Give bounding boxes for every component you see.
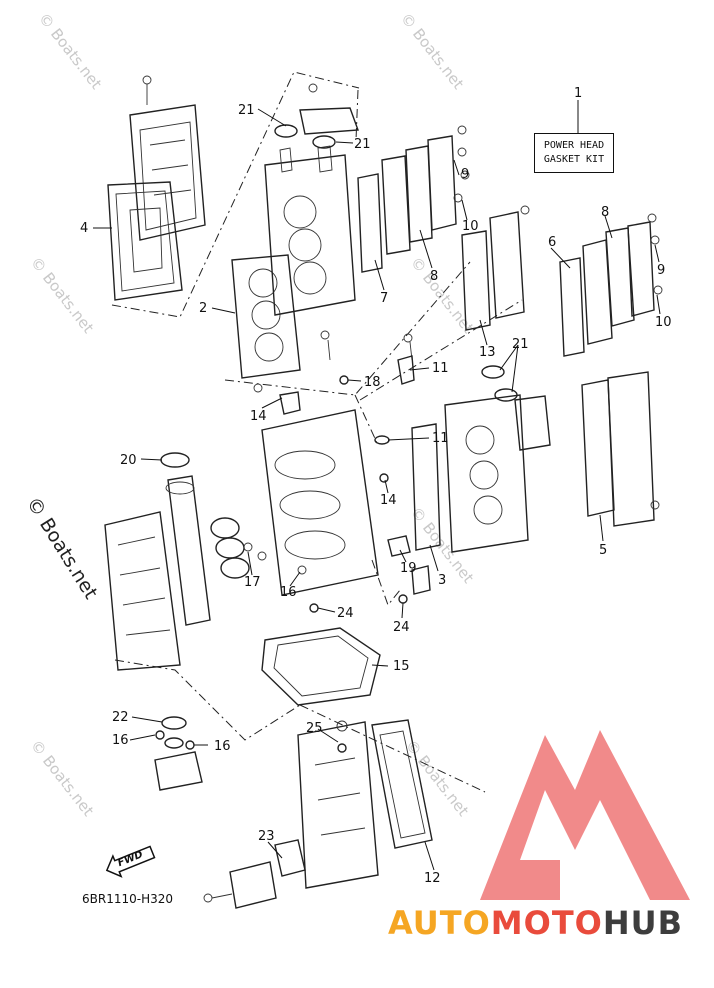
callout-11-a: 11 [432,361,449,376]
callout-10-b: 10 [655,315,672,330]
callout-11-b: 11 [432,431,449,446]
callout-6: 6 [548,235,556,250]
oil-seal-21-upper-left [274,124,298,138]
callout-3: 3 [438,573,446,588]
callout-18: 18 [364,375,381,390]
kit-label-line-2: GASKET KIT [543,154,605,165]
upper-cylinder-head [264,83,359,316]
callout-24-b: 24 [393,620,410,635]
callout-21-a: 21 [238,103,255,118]
bracket-14-upper [279,391,301,415]
brand-part-moto: MOTO [490,904,603,942]
elbow-fitting [411,565,431,595]
callout-17: 17 [244,575,261,590]
callout-5: 5 [599,543,607,558]
watermark-6: © Boats.net [27,736,98,819]
exhaust-cover-group-upper [357,125,470,273]
brand-logo-icon [480,730,690,900]
fitting-11-upper [397,355,415,385]
cylinder-head-cover [129,75,206,241]
oil-seal-20 [160,452,190,468]
watermark-7: © Boats.net [402,736,473,819]
exhaust-cover-5 [581,371,660,527]
o-ring-16-left [155,730,165,740]
watermark-2: © Boats.net [397,9,468,92]
head-gasket-2 [231,254,301,379]
callout-8-b: 8 [601,205,609,220]
diagram-code: 6BR1110-H320 [82,892,174,906]
callout-16-a: 16 [280,585,297,600]
leader-lines [93,100,661,871]
callout-8-a: 8 [430,269,438,284]
right-cylinder-head [444,394,551,553]
o-ring-24-right [398,594,408,604]
gasket-15 [261,627,381,706]
callout-numbers: 1 21 21 21 2 4 7 8 8 9 9 10 10 6 13 11 1… [80,86,672,886]
callout-13: 13 [479,345,496,360]
watermark-1: © Boats.net [35,9,106,92]
oil-seal-22 [161,716,187,730]
cylinder-block [253,330,413,596]
callout-9-b: 9 [657,263,665,278]
callout-2: 2 [199,301,207,316]
crankcase [104,511,181,671]
bolt-14-lower [379,473,389,483]
oil-pump [154,751,203,791]
brand-wordmark: AUTO MOTO HUB [388,904,683,944]
gasket-4 [107,181,183,301]
callout-14-b: 14 [380,493,397,508]
o-ring-18 [339,375,349,385]
oil-filter [203,861,277,909]
o-ring-25 [337,743,347,753]
callout-21-b: 21 [354,137,371,152]
callout-1: 1 [574,86,582,101]
callout-25: 25 [306,721,323,736]
exhaust-cover-group-right [559,213,663,357]
callout-14-a: 14 [250,409,267,424]
head-gasket-3 [411,423,441,551]
forward-arrow-icon: FWD [101,839,159,883]
bracket-19 [387,535,411,557]
callout-20: 20 [120,453,137,468]
kit-label-line-1: POWER HEAD [543,140,605,151]
group-frames [111,71,523,793]
oil-seal-21-right-2 [494,388,518,402]
callout-19: 19 [400,561,417,576]
exhaust-cover-13 [461,205,530,331]
callout-12: 12 [424,871,441,886]
exhaust-guide [297,720,379,889]
callout-9-a: 9 [461,167,469,182]
callout-16-c: 16 [214,739,231,754]
callout-4: 4 [80,221,88,236]
o-ring-24-left [309,603,319,613]
watermark-3: © Boats.net [27,253,98,336]
oil-seal-21-upper-right [312,135,336,149]
oil-seal-21-right [481,365,505,379]
brand-part-hub: HUB [602,904,684,942]
callout-24-a: 24 [337,606,354,621]
gasket-15-inner [273,635,369,697]
callout-23: 23 [258,829,275,844]
callout-15: 15 [393,659,410,674]
brand-part-auto: AUTO [388,904,491,942]
gasket-23 [274,839,306,877]
callout-21-c: 21 [512,337,529,352]
o-ring-16-right [185,740,195,750]
callout-16-b: 16 [112,733,129,748]
crankshaft-assembly [165,475,307,626]
callout-22: 22 [112,710,129,725]
power-head-gasket-kit-label: POWER HEAD GASKET KIT [534,133,614,173]
watermark-bold: © Boats.net [22,493,102,603]
callout-7: 7 [380,291,388,306]
exhaust-guide-gasket-12 [371,719,433,849]
watermark-4: © Boats.net [407,253,478,336]
washer-11-lower [374,435,390,445]
o-ring-16-center [164,737,184,749]
callout-10-a: 10 [462,219,479,234]
